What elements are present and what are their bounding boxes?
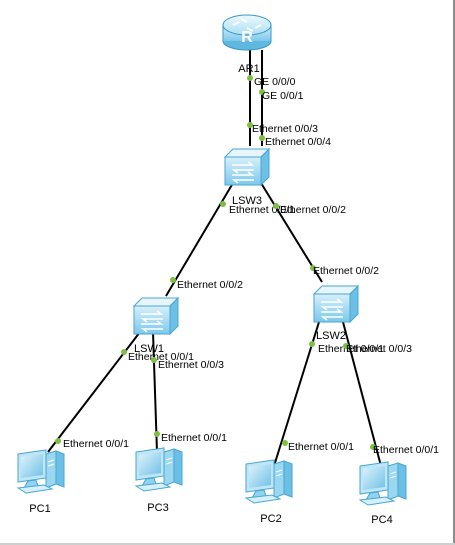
port-dot-lsw1-pc1-to [55,438,61,444]
port-dot-lsw1-pc3-from [151,357,157,363]
port-dot-lsw3-lsw2-from [273,203,279,209]
port-dot-lsw2-pc2-to [282,440,288,446]
port-label-lsw1-pc3-to: Ethernet 0/0/1 [161,432,227,444]
port-dot-lsw2-pc2-from [309,341,315,347]
port-label-lsw2-pc4-to: Ethernet 0/0/1 [373,444,439,456]
port-dot-lsw2-pc4-to [370,444,376,450]
devices-layer: R [16,14,407,506]
lsw1-switch-icon[interactable] [132,296,180,336]
device-label-pc1: PC1 [29,503,50,515]
device-label-ar1: AR1 [238,63,259,75]
ar1-router-icon[interactable]: R [222,14,272,51]
port-dot-ar1-lsw3-a-from [247,75,253,81]
port-dot-ar1-lsw3-a-to [247,122,253,128]
port-label-lsw1-pc1-from: Ethernet 0/0/1 [128,351,194,363]
device-label-pc3: PC3 [147,502,168,514]
pc1-pc-icon[interactable] [16,449,65,494]
port-dot-lsw3-lsw1-from [220,201,226,207]
port-label-ar1-lsw3-b-from: GE 0/0/1 [262,90,304,102]
port-label-lsw2-pc2-from: Ethernet 0/0/1 [318,343,384,355]
port-dot-lsw3-lsw1-to [170,277,176,283]
device-label-lsw1: LSW1 [134,343,164,355]
port-label-lsw3-lsw2-to: Ethernet 0/0/2 [313,265,379,277]
port-dot-lsw1-pc1-from [121,349,127,355]
pc2-pc-icon[interactable] [244,459,293,504]
port-label-lsw3-lsw1-to: Ethernet 0/0/2 [177,279,243,291]
port-label-lsw1-pc1-to: Ethernet 0/0/1 [63,438,129,450]
links-layer [47,50,382,467]
port-dot-lsw2-pc4-from [343,343,349,349]
port-label-lsw1-pc3-from: Ethernet 0/0/3 [158,359,224,371]
port-dot-lsw3-lsw2-to [310,265,316,271]
port-label-lsw3-lsw2-from: Ethernet 0/0/2 [280,204,346,216]
device-label-lsw2: LSW2 [316,330,346,342]
pc3-pc-icon[interactable] [134,447,183,492]
port-label-lsw2-pc2-to: Ethernet 0/0/1 [288,441,354,453]
lsw3-switch-icon[interactable] [223,147,271,187]
port-dot-lsw1-pc3-to [154,431,160,437]
device-label-lsw3: LSW3 [232,195,262,207]
link-lsw2-pc4[interactable] [342,321,382,467]
device-label-pc2: PC2 [260,513,281,525]
device-label-pc4: PC4 [371,514,392,526]
port-label-ar1-lsw3-a-to: Ethernet 0/0/3 [252,123,318,135]
port-dot-ar1-lsw3-b-from [259,89,265,95]
port-label-ar1-lsw3-a-from: GE 0/0/0 [254,76,296,88]
pc4-pc-icon[interactable] [358,461,407,506]
port-label-lsw2-pc4-from: Ethernet 0/0/3 [346,343,412,355]
lsw2-switch-icon[interactable] [312,284,360,324]
port-dot-ar1-lsw3-b-to [259,135,265,141]
svg-text:R: R [241,29,253,46]
port-label-ar1-lsw3-b-to: Ethernet 0/0/4 [265,136,331,148]
